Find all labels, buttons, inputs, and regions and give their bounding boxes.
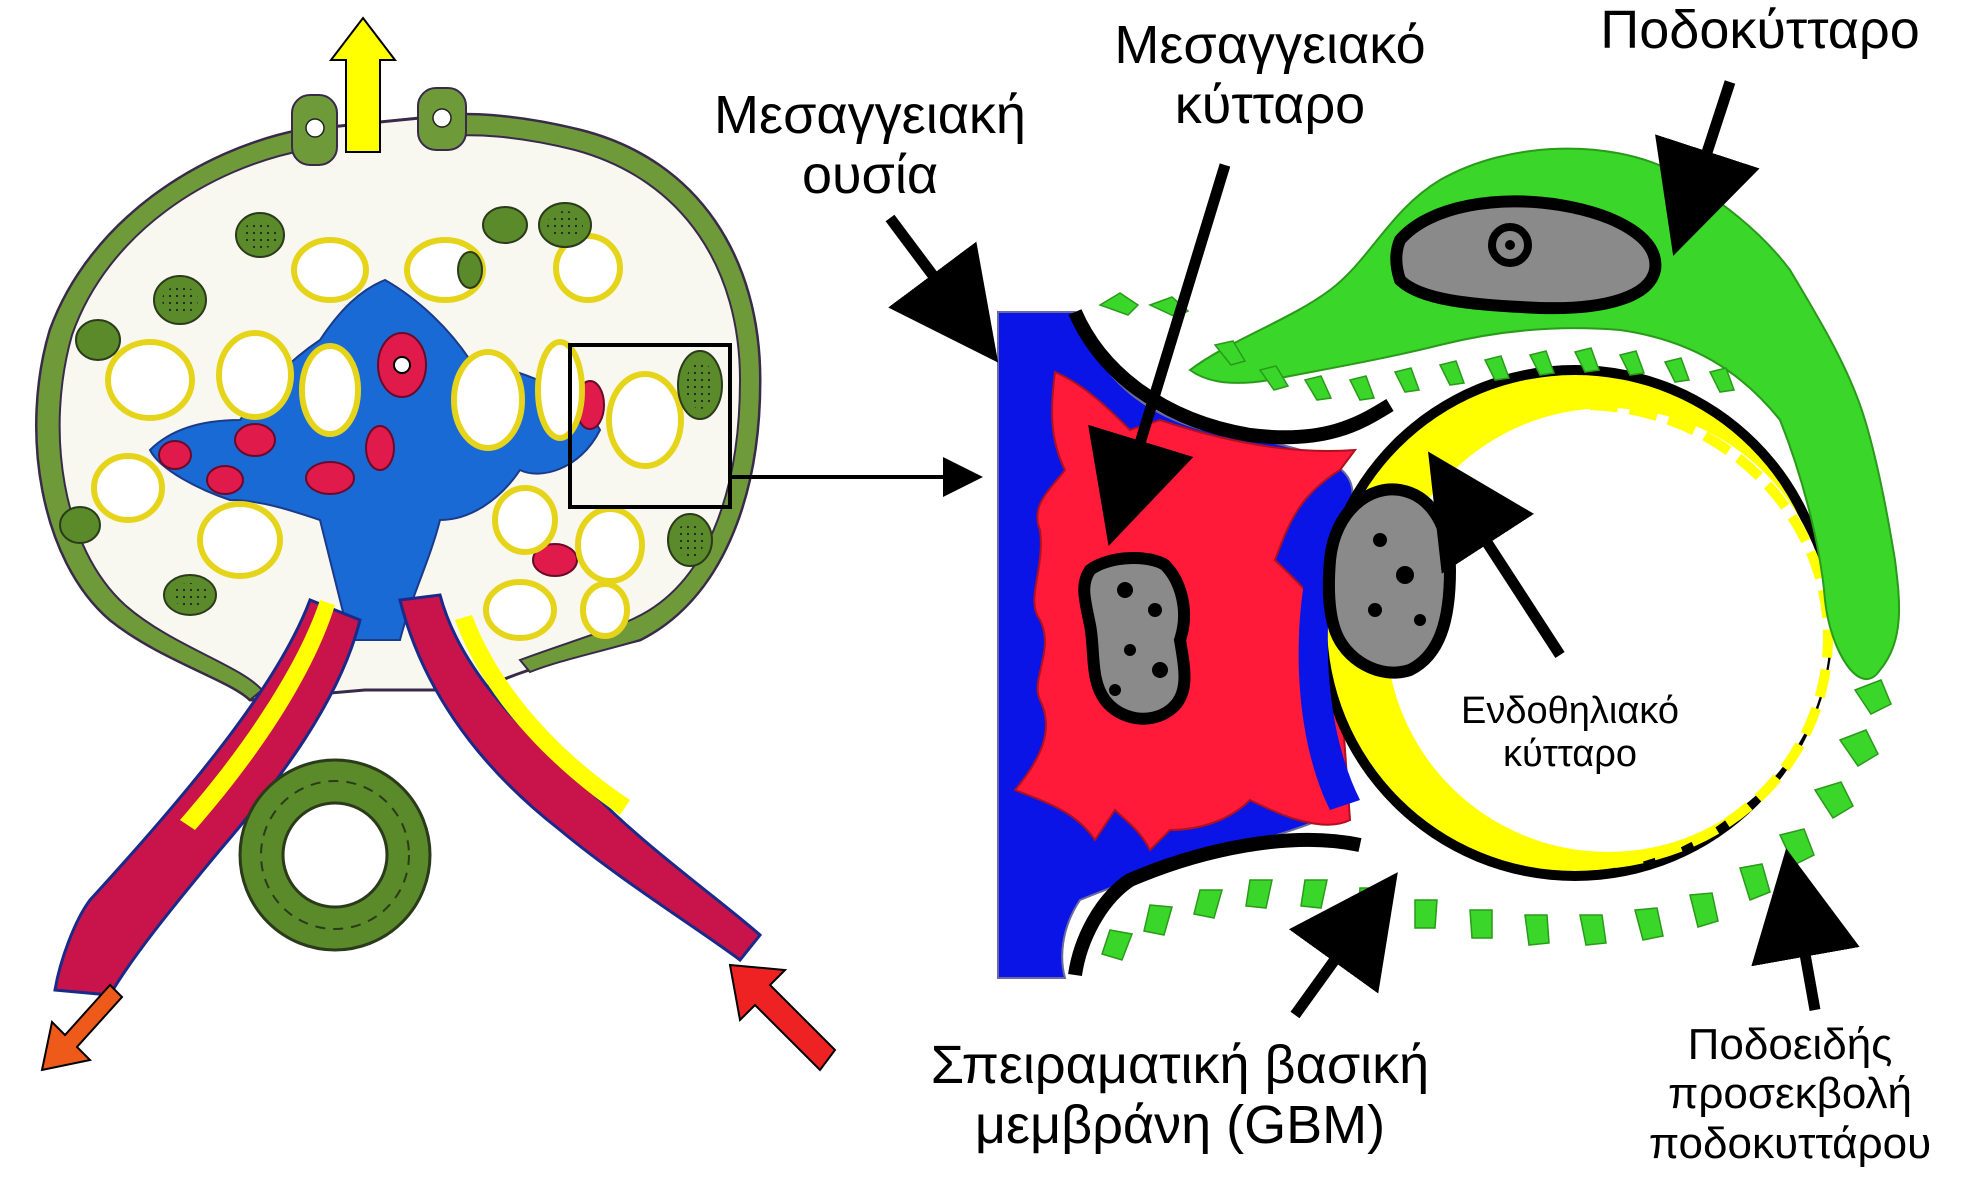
label-podocyte: Ποδοκύτταρο [1560,0,1960,60]
label-line: ποδοκυττάρου [1610,1119,1970,1168]
label-line: Ποδοειδής [1610,1020,1970,1069]
mesangial-cell-nucleus [1084,558,1184,719]
label-line: Μεσαγγειακή [680,85,1060,145]
magnified-detail [890,82,1899,1015]
label-gbm: Σπειραματική βασική μεμβράνη (GBM) [880,1035,1480,1156]
label-line: μεμβράνη (GBM) [880,1095,1480,1155]
efferent-flow-arrow [42,985,122,1070]
label-line: Ποδοκύτταρο [1560,0,1960,60]
label-line: ουσία [680,145,1060,205]
capillary-lumen [1386,408,1830,852]
label-line: προσεκβολή [1610,1069,1970,1118]
label-line: Ενδοθηλιακό [1420,690,1720,733]
label-foot-process: Ποδοειδής προσεκβολή ποδοκυττάρου [1610,1020,1970,1168]
label-endothelial-cell: Ενδοθηλιακό κύτταρο [1420,690,1720,775]
label-mesangial-cell: Μεσαγγειακό κύτταρο [1070,15,1470,136]
label-line: Μεσαγγειακό [1070,15,1470,75]
label-mesangial-matrix: Μεσαγγειακή ουσία [680,85,1060,206]
label-line: κύτταρο [1420,733,1720,776]
afferent-flow-arrow [730,965,835,1070]
label-line: Σπειραματική βασική [880,1035,1480,1095]
endothelial-nucleus [1329,489,1450,672]
label-line: κύτταρο [1070,75,1470,135]
